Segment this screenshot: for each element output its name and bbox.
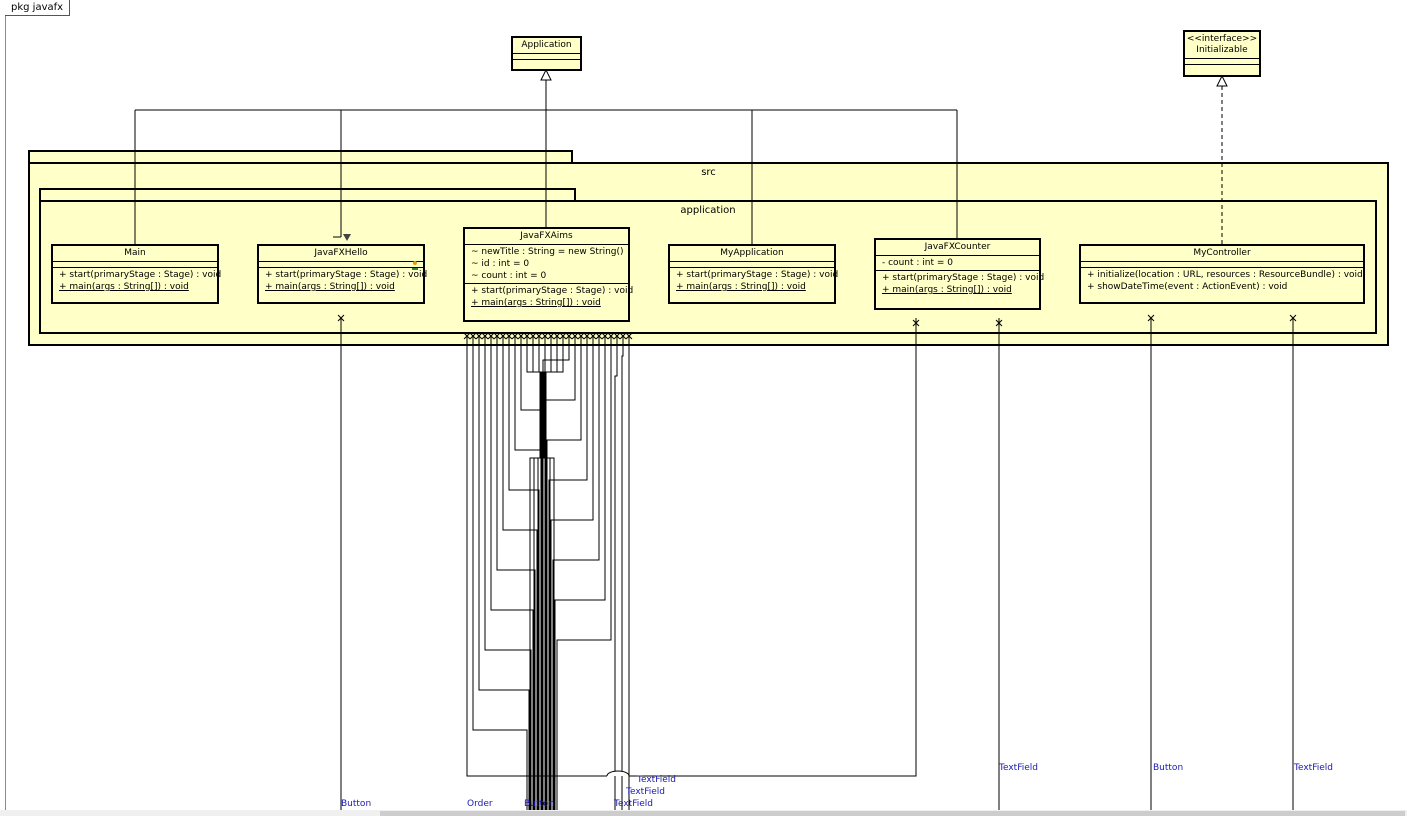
association-line: [466, 335, 607, 777]
association-line: [546, 335, 582, 810]
class-name: Application: [513, 38, 580, 54]
class-javafxhello[interactable]: JavaFXHello + start(primaryStage : Stage…: [257, 244, 428, 304]
class-name: JavaFXAims: [465, 229, 628, 245]
class-name: JavaFXHello: [259, 246, 423, 262]
warning-icon-bar: [412, 268, 418, 270]
association-line: [472, 335, 528, 810]
association-line: [526, 335, 541, 810]
attributes-section: [259, 262, 423, 268]
interface-initializable[interactable]: <<interface>> Initializable: [1183, 30, 1261, 77]
class-application[interactable]: Application: [511, 36, 582, 71]
attributes-section: [513, 54, 580, 60]
role-label-order: Order: [467, 799, 493, 809]
attributes-section: ~ newTitle : String = new String() ~ id …: [465, 245, 628, 284]
operation: + start(primaryStage : Stage) : void: [676, 270, 839, 280]
association-line: [490, 335, 534, 810]
association-line: [484, 335, 532, 810]
role-label-button: Button: [1153, 763, 1184, 773]
class-main[interactable]: Main + start(primaryStage : Stage) : voi…: [51, 244, 222, 304]
association-line: [614, 335, 618, 810]
class-name: Initializable: [1196, 45, 1248, 55]
attribute: ~ id : int = 0: [471, 259, 530, 269]
association-line: [544, 335, 576, 810]
navigability-markers: [337, 314, 1297, 327]
association-line: [502, 335, 538, 810]
operations-section: + start(primaryStage : Stage) : void + m…: [259, 268, 428, 294]
association-line: [545, 335, 564, 810]
attributes-section: [1081, 262, 1363, 268]
association-line: [550, 335, 594, 810]
association-line: [544, 335, 558, 810]
attributes-section: - count : int = 0: [876, 256, 1039, 271]
frame-border: [5, 0, 6, 810]
interface-header: <<interface>> Initializable: [1185, 32, 1259, 59]
stereotype-label: <<interface>>: [1186, 34, 1258, 44]
operation: + main(args : String[]) : void: [59, 282, 189, 292]
role-label-textfield: TextField: [637, 775, 676, 785]
class-myapplication[interactable]: MyApplication + start(primaryStage : Sta…: [668, 244, 839, 304]
class-name: MyApplication: [670, 246, 834, 262]
generalization-arrowhead: [540, 68, 552, 81]
operation: + start(primaryStage : Stage) : void: [59, 270, 222, 280]
hello-connector-arrow: [343, 234, 351, 241]
operation: + initialize(location : URL, resources :…: [1087, 270, 1363, 280]
association-line: [514, 335, 542, 810]
association-line: [556, 335, 612, 810]
association-line: [543, 335, 552, 810]
association-line: [478, 335, 530, 810]
role-label-textfield: TextField: [614, 799, 653, 809]
frame-label: pkg javafx: [5, 0, 71, 16]
association-line: [537, 335, 543, 810]
src-package-name: src: [701, 167, 716, 178]
association-line: [508, 335, 540, 810]
operations-section: + start(primaryStage : Stage) : void + m…: [670, 268, 839, 294]
attribute: - count : int = 0: [882, 258, 953, 268]
operation: + main(args : String[]) : void: [676, 282, 806, 292]
class-mycontroller[interactable]: MyController + initialize(location : URL…: [1079, 244, 1365, 304]
role-label-button: Button: [524, 799, 555, 809]
operations-section: + start(primaryStage : Stage) : void + m…: [876, 271, 1045, 297]
association-line: [548, 335, 588, 810]
operation: + main(args : String[]) : void: [265, 282, 395, 292]
association-line: [532, 335, 542, 810]
role-label-textfield: TextField: [626, 787, 665, 797]
attributes-section: [670, 262, 834, 268]
class-javafxcounter[interactable]: JavaFXCounter - count : int = 0 + start(…: [874, 238, 1045, 310]
class-javafxaims[interactable]: JavaFXAims ~ newTitle : String = new Str…: [463, 227, 634, 322]
class-name: Main: [53, 246, 217, 262]
operation: + start(primaryStage : Stage) : void: [882, 273, 1045, 283]
attribute: ~ count : int = 0: [471, 271, 547, 281]
operation: + start(primaryStage : Stage) : void: [265, 270, 428, 280]
operation: + main(args : String[]) : void: [882, 285, 1012, 295]
operations-section: + start(primaryStage : Stage) : void + m…: [465, 284, 634, 310]
operation: + showDateTime(event : ActionEvent) : vo…: [1087, 282, 1288, 292]
association-line: [542, 335, 570, 810]
association-line: [496, 335, 536, 810]
realization-arrowhead: [1216, 74, 1228, 87]
line-hop: [606, 770, 630, 777]
operation: + start(primaryStage : Stage) : void: [471, 286, 634, 296]
operations-section: + initialize(location : URL, resources :…: [1081, 268, 1363, 294]
attribute: ~ newTitle : String = new String(): [471, 247, 624, 257]
association-line: [629, 318, 917, 777]
aims-association-bundle: [463, 332, 633, 810]
application-package-name: application: [680, 205, 736, 216]
association-line: [554, 335, 606, 810]
association-line: [552, 335, 600, 810]
class-name: JavaFXCounter: [876, 240, 1039, 256]
operations-section: + start(primaryStage : Stage) : void + m…: [53, 268, 222, 294]
warning-icon: [413, 261, 417, 265]
role-label-textfield: TextField: [1294, 763, 1333, 773]
role-label-textfield: TextField: [999, 763, 1038, 773]
attributes-section: [53, 262, 217, 268]
role-label-button: Button: [341, 799, 372, 809]
association-line: [541, 335, 546, 810]
attributes-section: [1185, 59, 1259, 65]
operation: + main(args : String[]) : void: [471, 298, 601, 308]
association-line: [621, 335, 624, 810]
class-name: MyController: [1081, 246, 1363, 262]
horizontal-scrollbar-thumb[interactable]: [380, 811, 1405, 816]
